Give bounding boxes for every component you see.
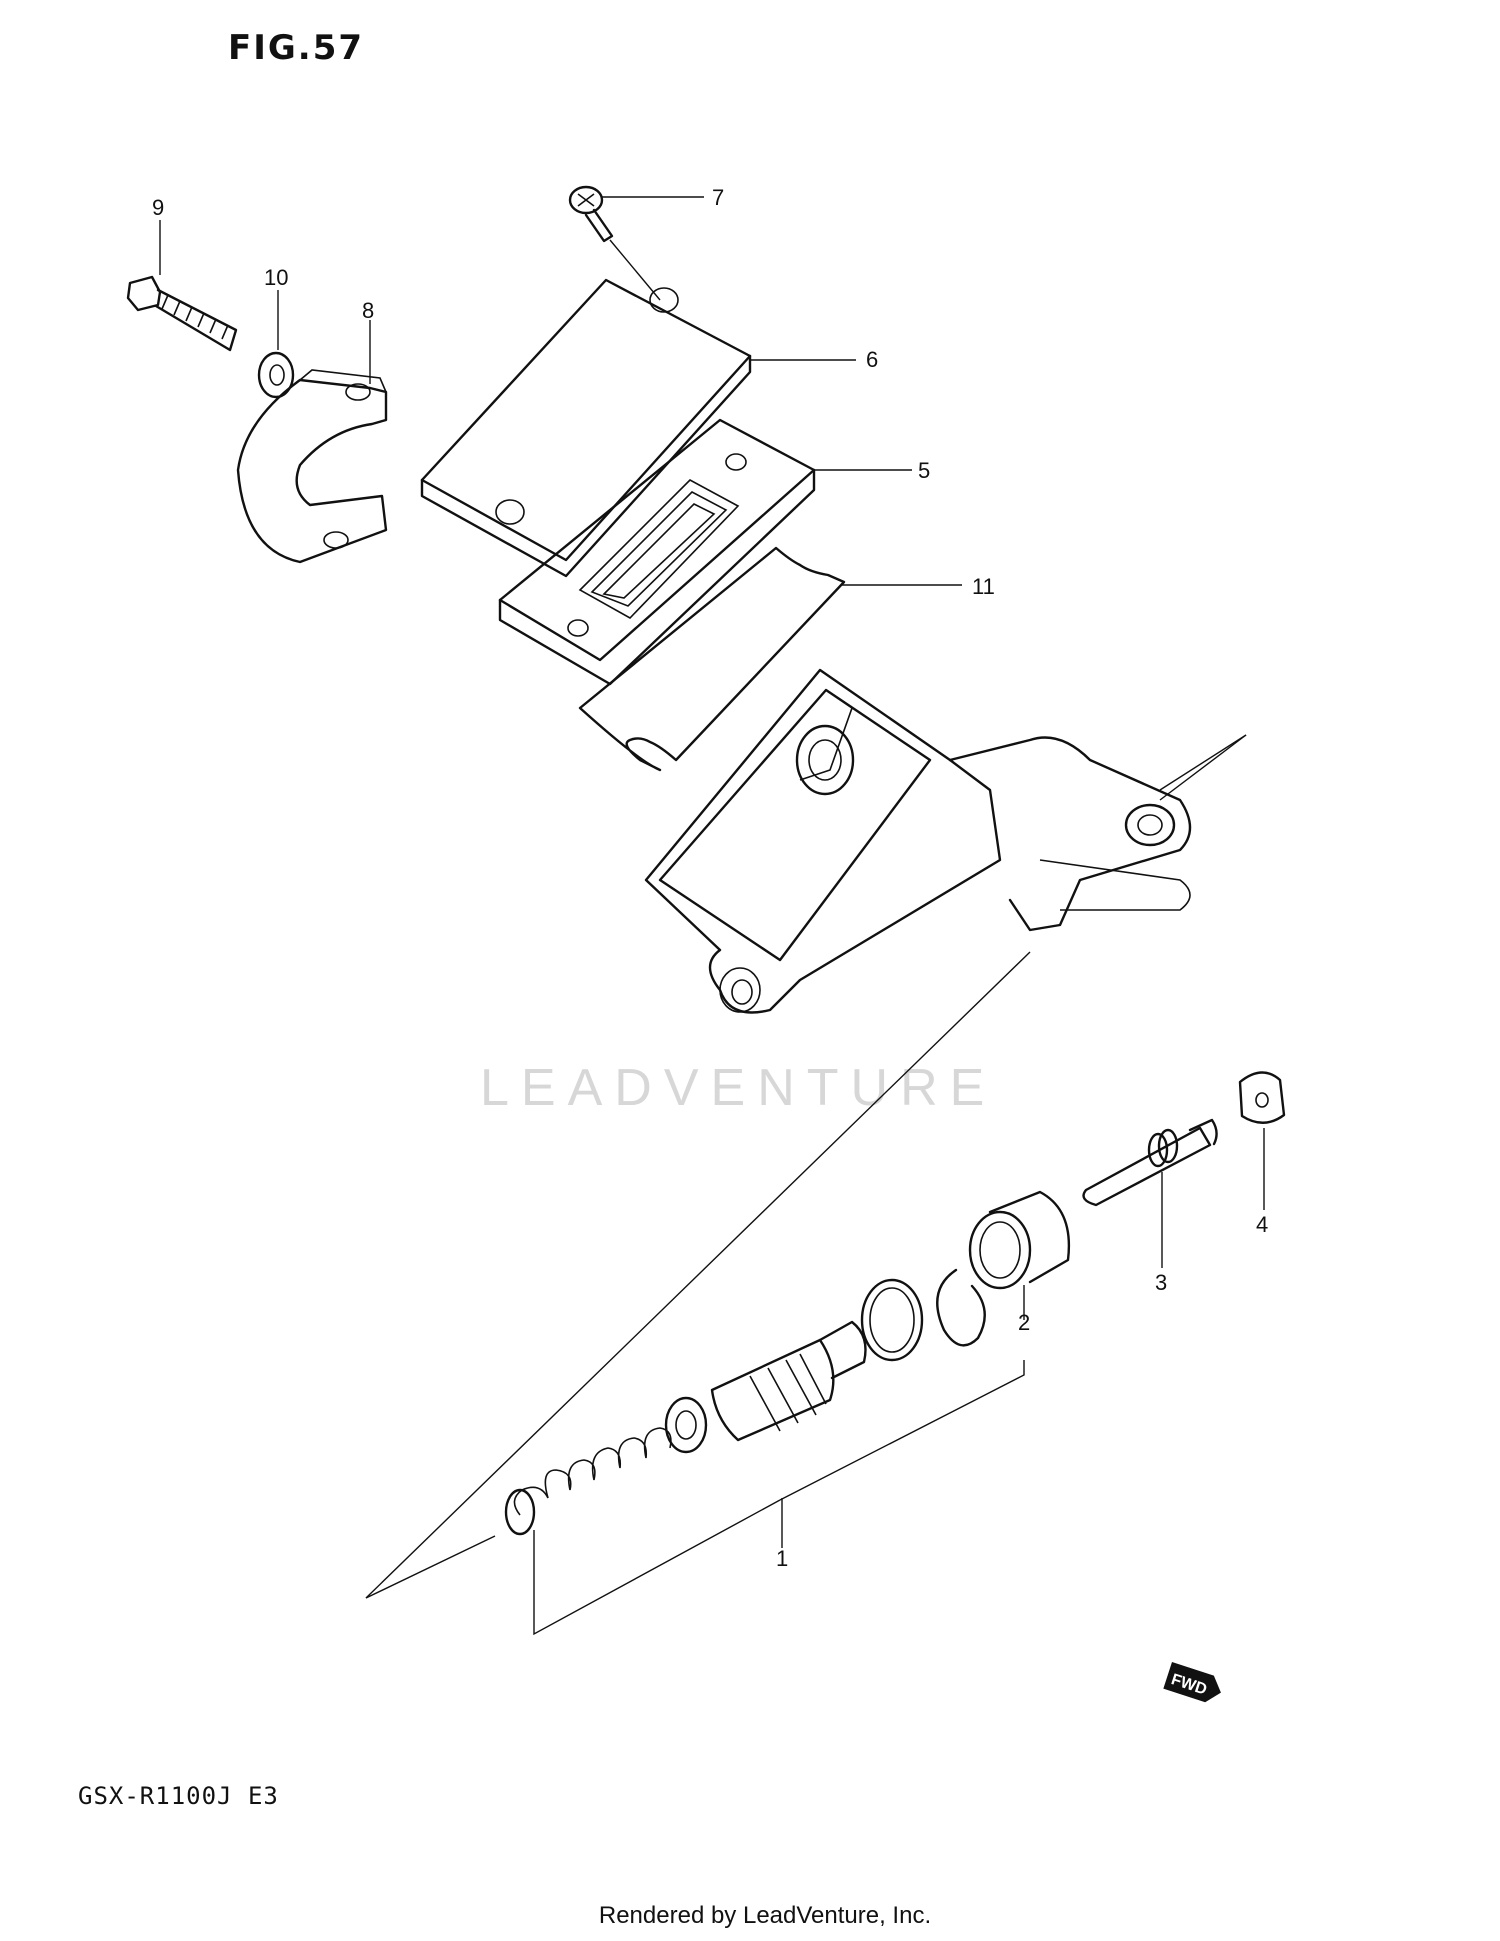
part-2-seal-set[interactable] <box>860 1190 1071 1362</box>
callout-2: 2 <box>1018 1310 1030 1335</box>
part-11-gasket[interactable] <box>578 546 846 772</box>
part-4-nut[interactable] <box>1238 1071 1286 1124</box>
part-6-cap[interactable] <box>420 278 752 578</box>
callout-7: 7 <box>712 185 724 210</box>
watermark: LEADVENTURE <box>480 1059 997 1117</box>
master-cylinder-body[interactable] <box>644 668 1192 1014</box>
callout-5: 5 <box>918 458 930 483</box>
leader-7b <box>609 239 661 301</box>
part-9-bolt[interactable] <box>126 275 238 352</box>
model-code: GSX-R1100J E3 <box>78 1782 279 1810</box>
callout-10: 10 <box>264 265 288 290</box>
callout-4: 4 <box>1256 1212 1268 1237</box>
callout-11: 11 <box>972 574 995 599</box>
callout-9: 9 <box>152 195 164 220</box>
callout-1: 1 <box>776 1546 788 1571</box>
part-1-assembly-wedge <box>365 734 1247 1599</box>
figure-title: FIG.57 <box>228 28 365 68</box>
footer-credit: Rendered by LeadVenture, Inc. <box>598 1902 932 1929</box>
part-8-clamp[interactable] <box>236 369 388 564</box>
leader-1-left <box>533 1499 781 1636</box>
part-3-push-rod[interactable] <box>1082 1118 1218 1207</box>
fwd-arrow-icon: FWD <box>1163 1662 1221 1703</box>
callout-6: 6 <box>866 347 878 372</box>
part-7-screw[interactable] <box>568 185 614 243</box>
callout-8: 8 <box>362 298 374 323</box>
callout-3: 3 <box>1155 1270 1167 1295</box>
part-1-piston-assembly[interactable] <box>504 1320 867 1536</box>
leader-1-right <box>779 1360 1025 1501</box>
part-10-washer[interactable] <box>257 351 295 399</box>
